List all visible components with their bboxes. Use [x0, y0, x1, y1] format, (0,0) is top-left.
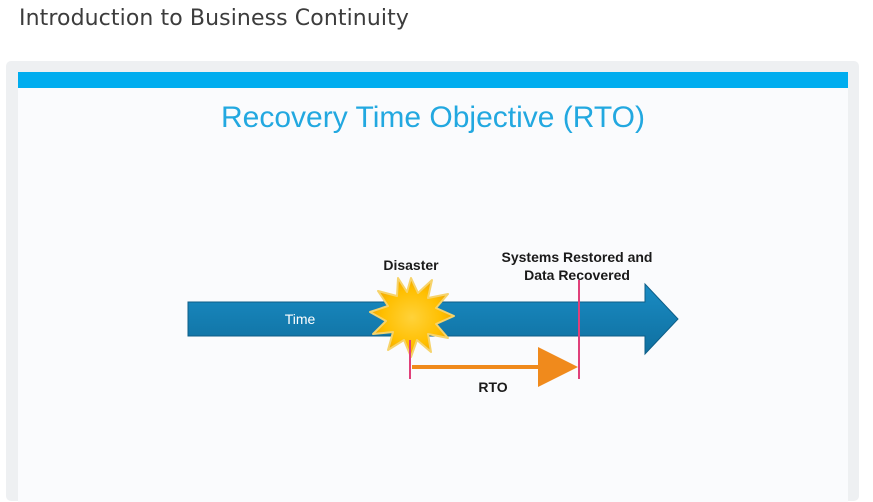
slide: Recovery Time Objective (RTO) Time — [18, 72, 848, 502]
restored-label-line2: Data Recovered — [524, 267, 630, 283]
restored-label-line1: Systems Restored and — [502, 249, 653, 265]
explosion-burst-icon — [369, 277, 455, 358]
rto-label: RTO — [478, 379, 507, 395]
timeline-label: Time — [285, 311, 316, 327]
slide-title: Recovery Time Objective (RTO) — [221, 101, 645, 134]
rto-diagram: Time Disaster Systems Restored and Data … — [187, 249, 679, 395]
slide-header-bar — [18, 72, 848, 88]
page-title: Introduction to Business Continuity — [19, 6, 409, 31]
disaster-label: Disaster — [383, 257, 439, 273]
